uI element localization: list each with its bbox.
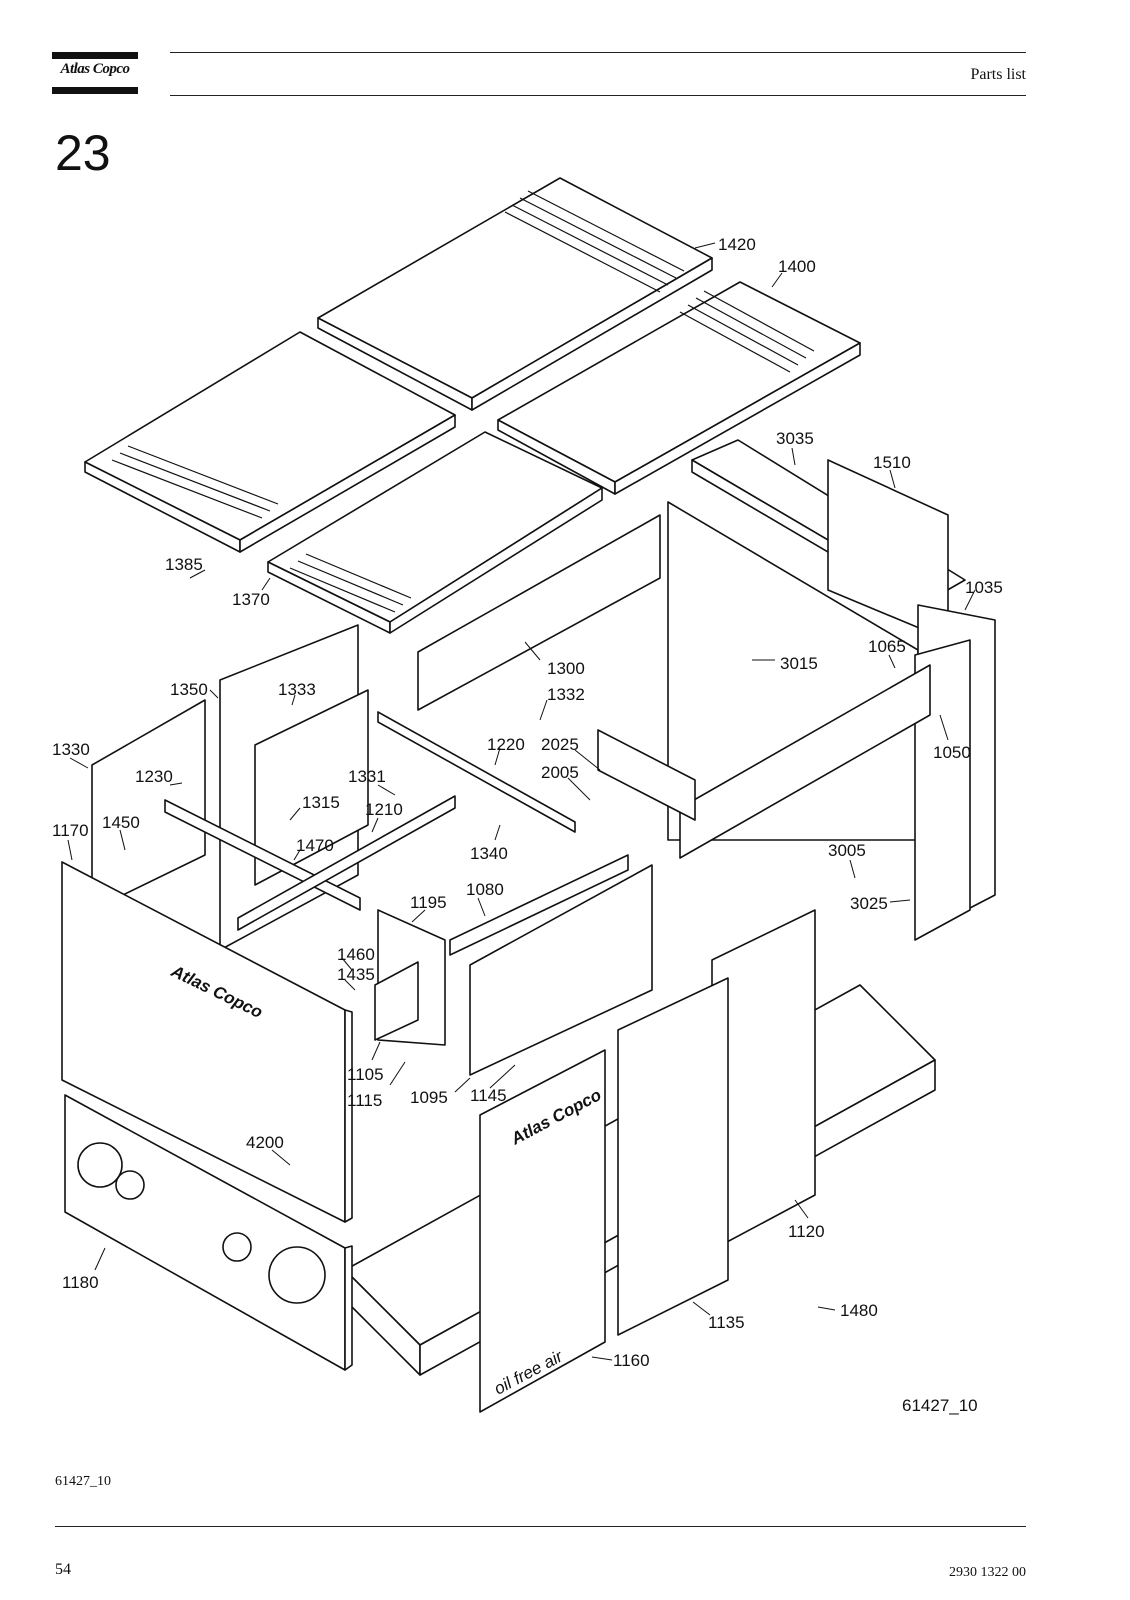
roof-panel-1370-edge2 <box>389 487 603 634</box>
exploded-parts-drawing: Atlas Copco Atlas Copco oil free air <box>52 177 1003 1415</box>
callout-1332: 1332 <box>547 685 585 704</box>
panel-1160 <box>479 1049 606 1413</box>
callout-1510: 1510 <box>873 453 911 472</box>
callout-1035: 1035 <box>965 578 1003 597</box>
roof-panel-1400-edge2 <box>614 342 861 495</box>
callout-1080: 1080 <box>466 880 504 899</box>
callout-1331: 1331 <box>348 767 386 786</box>
callout-1105: 1105 <box>347 1065 384 1084</box>
logo-text: Atlas Copco <box>60 61 130 77</box>
callout-1170: 1170 <box>52 821 89 840</box>
callout-3025: 3025 <box>850 894 888 913</box>
figure-reference: 61427_10 <box>55 1474 111 1489</box>
opening-circle-small-left <box>115 1170 145 1200</box>
callout-3005: 3005 <box>828 841 866 860</box>
page-number: 54 <box>55 1561 71 1578</box>
beam-1210 <box>237 795 456 931</box>
callout-1460: 1460 <box>337 945 375 964</box>
callout-2025: 2025 <box>541 735 579 754</box>
callout-1420: 1420 <box>718 235 756 254</box>
callout-3015: 3015 <box>780 654 818 673</box>
callout-1050: 1050 <box>933 743 971 762</box>
atlas-copco-logo: Atlas Copco <box>52 52 138 94</box>
logo-bar-top <box>52 52 138 59</box>
panel-1180-edge <box>344 1245 353 1371</box>
callout-1333: 1333 <box>278 680 316 699</box>
callout-1470: 1470 <box>296 836 334 855</box>
callout-1450: 1450 <box>102 813 140 832</box>
frame-1300 <box>417 514 661 711</box>
drawing-code: 61427_10 <box>902 1396 978 1415</box>
panel-2025 <box>597 729 696 821</box>
section-number: 23 <box>55 125 111 181</box>
frame-1331 <box>254 689 369 886</box>
callout-1480: 1480 <box>840 1301 878 1320</box>
footer-rule <box>55 1526 1026 1527</box>
callout-1400: 1400 <box>778 257 816 276</box>
callout-1135: 1135 <box>708 1313 745 1332</box>
panel-1145 <box>469 864 653 1076</box>
callout-2005: 2005 <box>541 763 579 782</box>
beam-1220 <box>377 711 576 833</box>
callout-1220: 1220 <box>487 735 525 754</box>
header-title: Parts list <box>970 66 1026 83</box>
callout-1435: 1435 <box>337 965 375 984</box>
callout-1300: 1300 <box>547 659 585 678</box>
opening-circle-small-right <box>222 1232 252 1262</box>
callout-4200: 4200 <box>246 1133 284 1152</box>
callout-1095: 1095 <box>410 1088 448 1107</box>
callout-1160: 1160 <box>613 1351 650 1370</box>
rail-1065 <box>679 664 931 859</box>
callout-1315: 1315 <box>302 793 340 812</box>
callout-1120: 1120 <box>788 1222 825 1241</box>
frame-1330 <box>91 699 206 911</box>
panel-1135 <box>617 977 729 1336</box>
callout-3035: 3035 <box>776 429 814 448</box>
roof-panel-1420-edge2 <box>471 257 713 411</box>
header-rule-bottom <box>170 95 1026 96</box>
callout-1340: 1340 <box>470 844 508 863</box>
opening-circle-large-right <box>268 1246 326 1304</box>
callout-1180: 1180 <box>62 1273 99 1292</box>
opening-circle-large-left <box>77 1142 123 1188</box>
panel-1080 <box>449 854 629 956</box>
callout-1370: 1370 <box>232 590 270 609</box>
callout-1065: 1065 <box>868 637 906 656</box>
document-number: 2930 1322 00 <box>949 1565 1026 1580</box>
panel-1170-edge <box>344 1009 353 1223</box>
callout-1230: 1230 <box>135 767 173 786</box>
callout-1210: 1210 <box>365 800 403 819</box>
header-rule-top <box>170 52 1026 53</box>
callout-1195: 1195 <box>410 893 447 912</box>
panel-1105 <box>374 961 419 1041</box>
callout-1330: 1330 <box>52 740 90 759</box>
callout-1145: 1145 <box>470 1086 507 1105</box>
callout-1350: 1350 <box>170 680 208 699</box>
callout-1115: 1115 <box>347 1091 382 1110</box>
callout-1385: 1385 <box>165 555 203 574</box>
logo-bar-bottom <box>52 87 138 94</box>
roof-panel-1385-edge2 <box>239 414 456 553</box>
